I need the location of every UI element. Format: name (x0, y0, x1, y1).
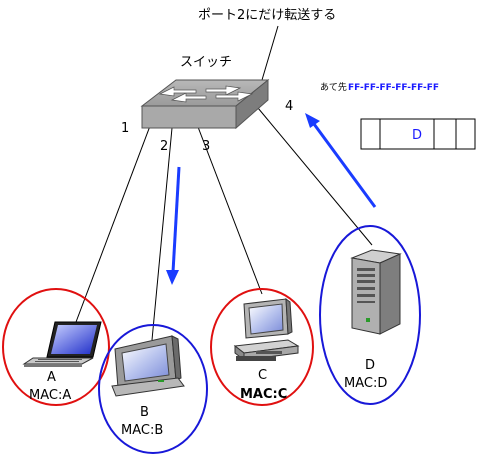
desktop-computer-icon (233, 297, 300, 362)
cable-port2 (151, 127, 173, 341)
host-c-mac: MAC:C (240, 387, 287, 402)
host-d-circle (319, 225, 421, 405)
host-c-circle (210, 288, 314, 406)
frame-dest-prefix: あて先 (320, 81, 347, 93)
port-label-4: 4 (285, 99, 293, 114)
laptop-icon (22, 321, 102, 367)
host-a-circle (2, 288, 110, 406)
server-icon (350, 249, 402, 335)
cable-port4 (257, 107, 373, 246)
host-a-mac: MAC:A (29, 388, 71, 403)
host-a-name: A (47, 370, 56, 385)
port-label-2: 2 (160, 139, 168, 154)
cables (72, 107, 373, 341)
host-d-mac: MAC:D (344, 376, 387, 391)
port-label-1: 1 (121, 121, 129, 136)
switch-label: スイッチ (180, 55, 232, 70)
frame-dest-mac: FF-FF-FF-FF-FF-FF (348, 83, 439, 93)
cable-port1 (72, 125, 151, 331)
arrow-to-switch (305, 113, 377, 208)
note-pointer-line (261, 25, 279, 81)
frame-box: あて先 FF-FF-FF-FF-FF-FF D (320, 81, 476, 150)
top-note: ポート2にだけ転送する (198, 8, 336, 23)
host-b-circle (98, 324, 208, 454)
arrow-to-host-b (166, 166, 181, 285)
cable-port3 (197, 126, 263, 295)
crt-desktop-icon (111, 335, 185, 397)
frame-source-field: D (412, 128, 422, 143)
host-d-name: D (365, 358, 375, 373)
host-c-name: C (258, 368, 267, 383)
host-b-mac: MAC:B (121, 423, 163, 438)
switch-icon (140, 78, 270, 130)
port-label-3: 3 (202, 139, 210, 154)
host-b-name: B (140, 405, 149, 420)
